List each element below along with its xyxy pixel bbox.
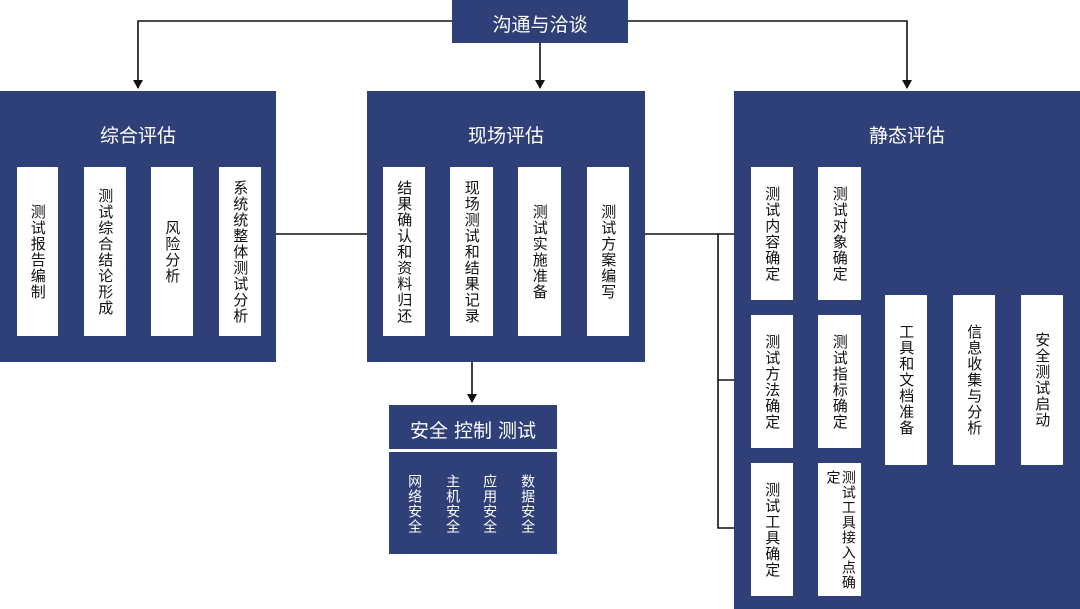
top-node-label: 沟通与洽谈 xyxy=(492,14,588,36)
left-item-1: 测试报告编制 xyxy=(17,167,58,336)
right-col1-item-1: 测试内容确定 xyxy=(751,167,793,300)
left-item-3: 风险分析 xyxy=(151,167,193,336)
right-col1-item-3-label: 测试工具确定 xyxy=(763,481,782,578)
left-item-1-label: 测试报告编制 xyxy=(28,203,47,300)
right-col2-item-1-label: 测试对象确定 xyxy=(830,185,849,282)
right-col2-item-2-label: 测试指标确定 xyxy=(830,333,849,430)
middle-item-4: 测试方案编写 xyxy=(587,167,629,336)
control-item-data: 数据安全 xyxy=(519,474,536,534)
right-prep-item-2: 信息收集与分析 xyxy=(953,295,995,465)
top-left-connector xyxy=(133,20,452,89)
middle-item-2: 现场测试和结果记录 xyxy=(450,167,493,336)
static-title: 静态评估 xyxy=(868,125,945,147)
right-prep-item-1: 工具和文档准备 xyxy=(885,295,927,465)
right-prep-item-2-label: 信息收集与分析 xyxy=(965,324,984,436)
control-item-network: 网络安全 xyxy=(406,474,423,534)
control-title-box: 安全 控制 测试 xyxy=(389,405,557,449)
middle-item-4-label: 测试方案编写 xyxy=(599,203,618,300)
right-prep-item-3-label: 安全测试启动 xyxy=(1033,332,1052,428)
top-right-connector xyxy=(628,20,912,89)
left-item-2-label: 测试综合结论形成 xyxy=(96,187,115,316)
right-col2-item-3: 测试工具接入点确定 xyxy=(818,463,861,596)
control-items-box xyxy=(389,452,557,554)
left-item-3-label: 风险分析 xyxy=(163,219,182,284)
right-col1-item-3: 测试工具确定 xyxy=(751,463,793,596)
control-item-host: 主机安全 xyxy=(444,474,461,534)
comprehensive-title: 综合评估 xyxy=(99,125,176,147)
right-prep-item-3: 安全测试启动 xyxy=(1021,295,1063,465)
middle-item-3-label: 测试实施准备 xyxy=(530,203,549,300)
right-col1-item-2: 测试方法确定 xyxy=(751,315,793,448)
left-item-4-label: 系统统整体测试分析 xyxy=(231,179,250,324)
right-col1-item-1-label: 测试内容确定 xyxy=(763,185,782,282)
right-col2-item-2: 测试指标确定 xyxy=(818,315,861,448)
middle-item-3: 测试实施准备 xyxy=(518,167,561,336)
right-col2-item-1: 测试对象确定 xyxy=(818,167,861,300)
control-title: 安全 控制 测试 xyxy=(409,420,537,442)
middle-item-1: 结果确认和资料归还 xyxy=(383,167,425,336)
left-item-4: 系统统整体测试分析 xyxy=(219,167,261,336)
right-col1-item-2-label: 测试方法确定 xyxy=(763,333,782,430)
left-item-2: 测试综合结论形成 xyxy=(84,167,126,336)
middle-item-2-label: 现场测试和结果记录 xyxy=(462,179,481,324)
onsite-title: 现场评估 xyxy=(467,125,544,147)
right-col2-item-3-label: 测试工具接入点确定 xyxy=(824,469,856,590)
control-item-application: 应用安全 xyxy=(481,474,498,534)
right-prep-item-1-label: 工具和文档准备 xyxy=(897,324,916,436)
top-node: 沟通与洽谈 xyxy=(452,0,628,43)
middle-item-1-label: 结果确认和资料归还 xyxy=(395,179,414,324)
